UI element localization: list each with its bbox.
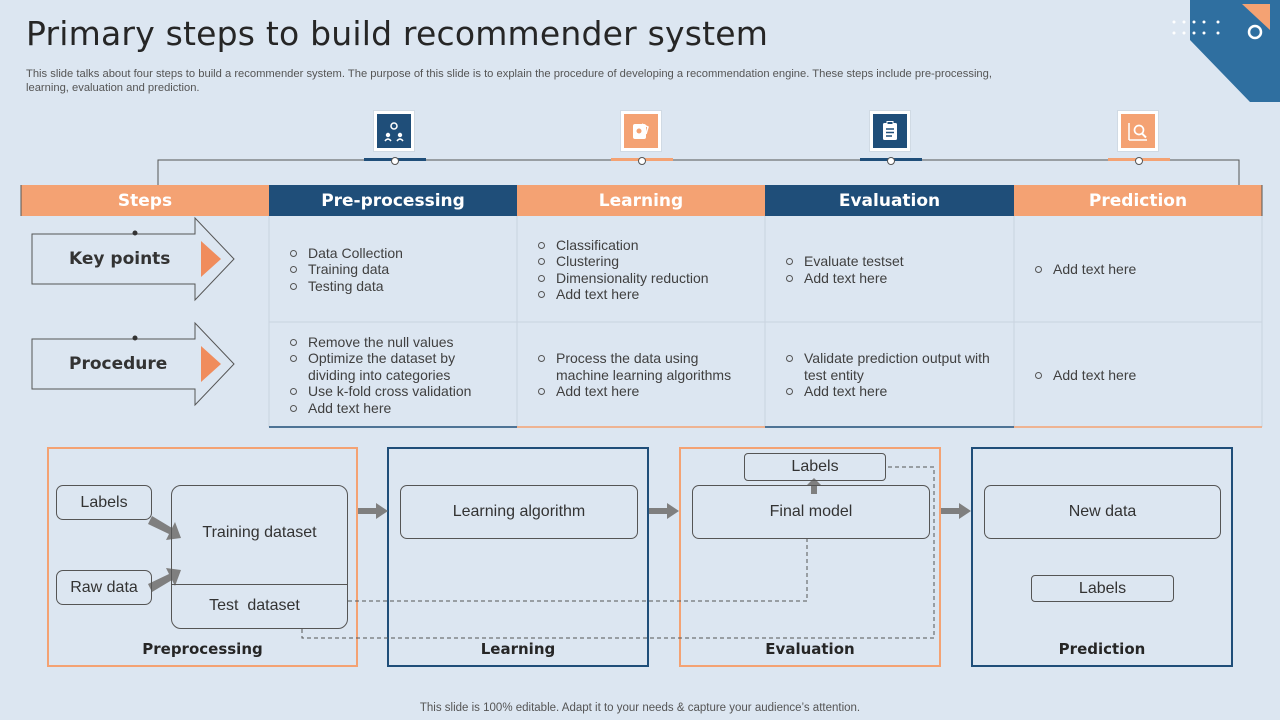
bullet-list: Evaluate testset Add text here bbox=[786, 253, 904, 286]
bullet-list: Validate prediction output with test ent… bbox=[786, 350, 1001, 400]
bullet-list: Process the data using machine learning … bbox=[538, 350, 748, 400]
learning-panel-label: Learning bbox=[480, 640, 556, 658]
bullet-list: Add text here bbox=[1035, 367, 1136, 384]
cell-procedure-learning: Process the data using machine learning … bbox=[518, 323, 764, 427]
corner-decoration bbox=[1172, 0, 1280, 102]
evaluation-panel bbox=[679, 447, 941, 667]
bullet-item: Dimensionality reduction bbox=[538, 270, 709, 287]
bullet-list: Remove the null values Optimize the data… bbox=[290, 334, 490, 417]
training-test-group bbox=[171, 485, 348, 629]
bullet-list: Add text here bbox=[1035, 261, 1136, 278]
labels-box-preprocessing: Labels bbox=[56, 485, 152, 520]
bullet-item: Add text here bbox=[1035, 261, 1136, 278]
header-prediction: Prediction bbox=[1014, 185, 1262, 216]
bullet-item: Testing data bbox=[290, 278, 403, 295]
bullet-item: Add text here bbox=[538, 286, 709, 303]
cell-keypoints-learning: Classification Clustering Dimensionality… bbox=[518, 217, 764, 322]
bullet-item: Process the data using machine learning … bbox=[538, 350, 748, 383]
labels-box-prediction: Labels bbox=[1031, 575, 1174, 602]
final-model-box: Final model bbox=[692, 485, 930, 539]
bullet-item: Add text here bbox=[1035, 367, 1136, 384]
cell-procedure-prediction: Add text here bbox=[1015, 323, 1261, 427]
evaluation-header-icon bbox=[870, 111, 910, 151]
labels-box-evaluation: Labels bbox=[744, 453, 886, 481]
bullet-item: Use k-fold cross validation bbox=[290, 383, 490, 400]
page-title: Primary steps to build recommender syste… bbox=[26, 14, 769, 53]
training-dataset-label: Training dataset bbox=[202, 524, 317, 541]
cell-keypoints-prediction: Add text here bbox=[1015, 217, 1261, 322]
bullet-item: Clustering bbox=[538, 253, 709, 270]
cell-keypoints-preprocessing: Data Collection Training data Testing da… bbox=[270, 217, 516, 322]
bullet-item: Add text here bbox=[538, 383, 748, 400]
page-subtitle: This slide talks about four steps to bui… bbox=[26, 68, 992, 94]
preprocessing-panel bbox=[47, 447, 358, 667]
row-label-key-points: Key points bbox=[69, 249, 171, 269]
header-connector-lines bbox=[157, 159, 1240, 185]
bullet-item: Remove the null values bbox=[290, 334, 490, 351]
learning-algorithm-box: Learning algorithm bbox=[400, 485, 638, 539]
bullet-item: Add text here bbox=[786, 383, 1001, 400]
table-grid bbox=[20, 185, 1263, 428]
preprocessing-header-icon bbox=[374, 111, 414, 151]
header-learning: Learning bbox=[517, 185, 765, 216]
prediction-panel bbox=[971, 447, 1233, 667]
bullet-item: Training data bbox=[290, 261, 403, 278]
preprocessing-panel-label: Preprocessing bbox=[142, 640, 263, 658]
row-arrow-procedure bbox=[31, 321, 235, 407]
prediction-header-icon bbox=[1118, 111, 1158, 151]
preprocessing-dot bbox=[391, 157, 399, 165]
row-label-procedure: Procedure bbox=[69, 354, 168, 374]
test-dataset-label: Test dataset bbox=[209, 597, 300, 614]
training-test-divider bbox=[171, 584, 348, 585]
bullet-item: Validate prediction output with test ent… bbox=[786, 350, 1001, 383]
bullet-item: Data Collection bbox=[290, 245, 403, 262]
brain-chip-icon bbox=[633, 123, 649, 139]
raw-data-box: Raw data bbox=[56, 570, 152, 605]
bullet-item: Optimize the dataset by dividing into ca… bbox=[290, 350, 468, 383]
evaluation-panel-label: Evaluation bbox=[765, 640, 855, 658]
bullet-list: Classification Clustering Dimensionality… bbox=[538, 237, 709, 303]
bullet-item: Add text here bbox=[786, 270, 904, 287]
diagram-connectors bbox=[148, 466, 971, 639]
prediction-dot bbox=[1135, 157, 1143, 165]
row-arrow-key-points bbox=[31, 216, 235, 302]
chart-magnifier-icon bbox=[1128, 123, 1147, 141]
bullet-item: Classification bbox=[538, 237, 709, 254]
prediction-panel-label: Prediction bbox=[1058, 640, 1146, 658]
footer-note: This slide is 100% editable. Adapt it to… bbox=[419, 702, 861, 714]
cell-keypoints-evaluation: Evaluate testset Add text here bbox=[766, 217, 1013, 322]
new-data-box: New data bbox=[984, 485, 1221, 539]
cell-procedure-evaluation: Validate prediction output with test ent… bbox=[766, 323, 1013, 427]
header-steps: Steps bbox=[21, 185, 269, 216]
bullet-item: Evaluate testset bbox=[786, 253, 904, 270]
learning-header-icon bbox=[621, 111, 661, 151]
evaluation-dot bbox=[887, 157, 895, 165]
cell-procedure-preprocessing: Remove the null values Optimize the data… bbox=[270, 323, 516, 427]
learning-dot bbox=[638, 157, 646, 165]
header-evaluation: Evaluation bbox=[765, 185, 1014, 216]
learning-panel bbox=[387, 447, 649, 667]
header-preprocessing: Pre-processing bbox=[269, 185, 517, 216]
team-gear-icon bbox=[384, 122, 404, 142]
clipboard-icon bbox=[883, 121, 897, 140]
bullet-item: Add text here bbox=[290, 400, 490, 417]
bullet-list: Data Collection Training data Testing da… bbox=[290, 245, 403, 295]
